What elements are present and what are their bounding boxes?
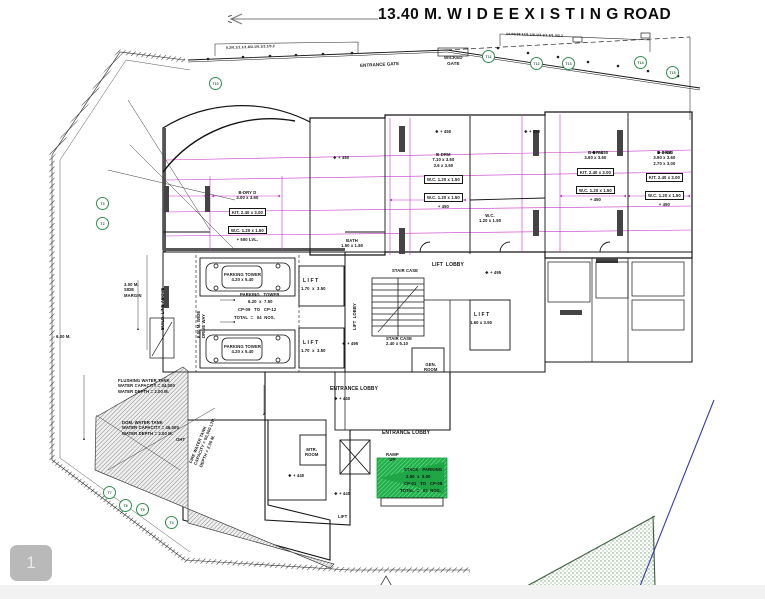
parking-tower-title: PARKING TOWER	[240, 292, 280, 297]
page-number-badge[interactable]: 1	[10, 545, 52, 581]
wicket-gate-label: WICKED GATE	[444, 55, 463, 66]
lift-size-2: 1.70 x 3.50	[301, 348, 326, 353]
building-footprint	[94, 105, 693, 569]
unit-room-box-1-1: KIT. 2.40 x 3.00	[228, 208, 266, 217]
building-line-label: BUILD. LINE ABOVE	[160, 287, 165, 330]
tree-marker-t11: T11	[482, 50, 495, 63]
unit-name-2: B-DRM 7.10 x 3.60 3.6 x 3.60	[432, 152, 455, 168]
curved-canopy-edge	[162, 118, 296, 173]
stack-parking-size: 2.50 x 5.00	[406, 474, 431, 479]
ramp-and-rooms	[299, 347, 445, 475]
adjacent-plot-hatch	[525, 399, 715, 587]
staircase-note: STAIR CASE 2.40 x 5.10	[386, 336, 413, 347]
unit-name-5: W.C. 1.20 x 1.50	[479, 213, 502, 224]
unit-room-box-2-2: W.C. 1.20 x 1.50	[424, 193, 463, 202]
misc-label-4: MTR. ROOM	[305, 447, 319, 458]
entrance-lobby-label-2: ENTRANCE LOBBY	[382, 430, 431, 436]
entrance-lobby-label-1: ENTRANCE LOBBY	[330, 386, 379, 392]
road-title: 13.40 M. W I D E E X I S T I N G ROAD	[378, 6, 672, 23]
misc-label-3: GEN. ROOM	[424, 362, 438, 373]
water-tank-label-1: FLUSHING WATER TANK WATER CAPACITY = 34,…	[118, 378, 175, 394]
stack-parking-total: TOTAL = 02 NOS.	[400, 488, 441, 493]
misc-label-5: OHT	[176, 437, 186, 442]
parking-tower-range: CP-09 TO CP-12	[238, 307, 277, 312]
stack-parking-title: STACK PARKING	[404, 467, 443, 472]
tree-marker-t7: T7	[103, 486, 116, 499]
tree-marker-t8: T8	[119, 499, 132, 512]
unit-level-1: + 500 LVL.	[236, 236, 259, 242]
parking-bay-label-1: PARKING TOWER 4.20 x 5.40	[224, 272, 261, 283]
stack-parking-area	[376, 457, 448, 507]
lift-lobby-label: LIFT LOBBY	[432, 262, 464, 268]
level-marker-9: ❖ + 440	[334, 491, 351, 496]
tree-marker-t10: T10	[209, 77, 222, 90]
unit-room-box-4-1: KIT. 2.40 x 3.00	[645, 173, 683, 182]
unit-name-1: B-DRY D 3.00 x 3.60	[236, 190, 259, 201]
unit-partitions	[163, 113, 629, 256]
unit-room-box-4-2: W.C. 1.20 x 1.50	[645, 191, 684, 200]
lift-label-2: L I F T	[303, 340, 319, 346]
parking-tower-total: TOTAL = 04 NOS.	[234, 315, 275, 320]
lift-shafts	[298, 265, 511, 369]
level-marker-3: ❖ + 450	[524, 129, 541, 134]
unit-name-3: B-DRM 3.60 x 3.60	[584, 150, 607, 161]
tree-marker-t15: T15	[666, 66, 679, 79]
level-marker-1: ❖ + 450	[333, 155, 350, 160]
tree-marker-t13: T13	[562, 57, 575, 70]
water-tank-label-2: DOM. WATER TANK WATER CAPACITY = 46,000 …	[122, 420, 179, 436]
bottom-margin-label: 6.00 M.	[56, 334, 71, 339]
unit-room-box-3-1: KIT. 2.40 x 3.00	[576, 168, 614, 177]
tree-marker-t14: T14	[634, 56, 647, 69]
level-marker-6: ❖ + 495	[342, 341, 359, 346]
lift-size-1: 1.70 x 3.50	[301, 286, 326, 291]
window-marks	[164, 126, 623, 315]
level-marker-7: ❖ + 495	[485, 270, 502, 275]
existing-road-line	[187, 32, 701, 120]
unit-name-4: B-DRM 3.90 x 3.60 2.70 x 3.00	[653, 150, 676, 166]
driveway-label: 6.00 M. WIDE DRIVE WAY	[196, 310, 207, 338]
level-marker-10: ❖ + 440	[288, 473, 305, 478]
road-direction-arrow	[228, 13, 378, 25]
lift-label-3: L I F T	[474, 312, 490, 318]
unit-block-5: W.C. 1.20 x 1.50	[479, 213, 501, 224]
stack-parking-range: CP-01 TO CP-08	[404, 481, 443, 486]
tree-marker-t12: T12	[530, 57, 543, 70]
lift-label-1: L I F T	[303, 278, 319, 284]
tree-marker-t3: T3	[96, 197, 109, 210]
parking-tower-size: 6.20 x 7.50	[248, 299, 273, 304]
unit-level-2: + 450	[437, 203, 449, 209]
level-marker-2: ❖ + 450	[435, 129, 452, 134]
unit-room-box-2-1: W.C. 1.20 x 1.50	[424, 175, 463, 184]
unit-name-6: BATH 1.50 x 1.80	[341, 238, 364, 249]
tree-marker-t2: T2	[96, 217, 109, 230]
misc-label-2: LIFT	[338, 514, 348, 519]
unit-room-box-1-2: W.C. 1.20 x 1.50	[228, 226, 267, 235]
unit-block-6: BATH 1.50 x 1.80	[341, 238, 363, 249]
misc-label-1: RAMP UP	[386, 452, 399, 463]
level-marker-8: ❖ + 440	[334, 396, 351, 401]
lift-size-3: 1.60 x 3.50	[470, 320, 493, 325]
side-margin-label: 3.00 M. SIDE MARGIN	[124, 282, 142, 298]
staircase-label: STAIR CASE	[392, 268, 419, 273]
unit-level-3: + 450	[589, 196, 601, 202]
staircase	[371, 277, 425, 337]
parking-bay-label-2: PARKING TOWER 4.20 x 5.40	[224, 344, 261, 355]
lift-lobby-vertical-label: LIFT LOBBY	[352, 303, 357, 330]
unit-room-box-3-2: W.C. 1.20 x 1.50	[576, 186, 615, 195]
bottom-strip	[0, 585, 765, 599]
unit-level-4: + 450	[658, 201, 670, 207]
level-marker-5: ❖ + 450	[657, 150, 674, 155]
tree-marker-t9: T9	[136, 503, 149, 516]
level-marker-4: ❖ + 450	[592, 150, 609, 155]
tree-marker-t4: T4	[165, 516, 178, 529]
misc-plan-lines	[149, 258, 685, 430]
